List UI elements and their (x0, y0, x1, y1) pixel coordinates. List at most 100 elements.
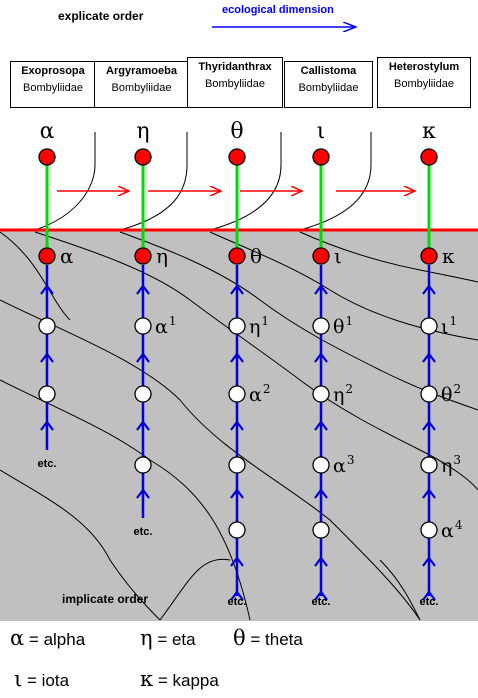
explicate-node (228, 148, 246, 166)
family-name: Bombyliidae (298, 82, 359, 94)
implicate-node (134, 317, 152, 335)
top-symbol: θ (230, 119, 243, 144)
etc-label: etc. (312, 596, 331, 608)
shaft-arrowhead (314, 284, 328, 295)
ecological-dimension-label: ecological dimension (222, 4, 334, 16)
shaft-arrowhead (136, 352, 150, 363)
base-node (38, 247, 56, 265)
genus-name: Exoprosopa (21, 65, 85, 77)
implicate-node (228, 317, 246, 335)
node-label: θ2 (441, 382, 461, 406)
implicate-node (420, 456, 438, 474)
implicate-node (420, 317, 438, 335)
shaft-arrowhead (314, 556, 328, 567)
family-name: Bombyliidae (111, 82, 172, 94)
node-label: α2 (249, 382, 270, 406)
node-label: θ1 (333, 314, 353, 338)
implicate-node (134, 456, 152, 474)
implicate-node (420, 385, 438, 403)
legend-theta-text: = theta (250, 630, 303, 649)
explicate-node (420, 148, 438, 166)
node-label: α3 (333, 453, 354, 477)
base-label: κ (442, 244, 455, 268)
shaft-arrowhead (314, 352, 328, 363)
shaft-arrowhead (136, 420, 150, 431)
base-node (420, 247, 438, 265)
base-label: α (60, 244, 74, 268)
base-label: θ (250, 244, 262, 268)
legend-iota: ι = iota (14, 667, 69, 691)
legend-iota-symbol: ι (14, 667, 23, 691)
shaft-arrowhead (422, 284, 436, 295)
genus-name: Thyridanthrax (198, 61, 272, 73)
implicate-order-label: implicate order (62, 592, 149, 606)
etc-label: etc. (38, 458, 57, 470)
legend-iota-text: = iota (26, 671, 70, 690)
top-symbol: ι (317, 119, 326, 144)
explicate-node (134, 148, 152, 166)
shaft-arrowhead (230, 488, 244, 499)
genus-name: Callistoma (300, 65, 357, 77)
shaft-arrowhead (230, 556, 244, 567)
legend-eta: η = eta (140, 626, 196, 650)
shaft-arrowhead (40, 420, 54, 431)
node-label: η2 (333, 382, 353, 406)
shaft-arrowhead (40, 352, 54, 363)
implicate-node (38, 317, 56, 335)
top-symbol: α (40, 119, 55, 144)
legend-kappa-text: = kappa (157, 671, 219, 690)
genus-name: Heterostylum (388, 61, 460, 73)
legend-alpha: α = alpha (10, 626, 85, 650)
explicate-node (38, 148, 56, 166)
shaft-arrowhead (136, 284, 150, 295)
shaft-arrowhead (422, 590, 436, 601)
shaft-arrowhead (422, 488, 436, 499)
family-name: Bombyliidae (23, 82, 83, 94)
shaft-arrowhead (422, 352, 436, 363)
family-name: Bombyliidae (205, 78, 265, 90)
implicate-node (228, 385, 246, 403)
shaft-arrowhead (230, 284, 244, 295)
shaft-arrowhead (230, 352, 244, 363)
etc-label: etc. (420, 596, 439, 608)
base-node (312, 247, 330, 265)
shaft-arrowhead (422, 420, 436, 431)
base-node (134, 247, 152, 265)
legend-eta-symbol: η (140, 626, 153, 650)
legend-kappa-symbol: κ (140, 667, 154, 691)
shaft-arrowhead (314, 420, 328, 431)
legend-alpha-symbol: α (10, 626, 25, 650)
shaft-arrowhead (230, 590, 244, 601)
legend-kappa: κ = kappa (140, 667, 219, 691)
node-label: α4 (441, 518, 463, 542)
shaft-arrowhead (136, 488, 150, 499)
implicate-node (312, 521, 330, 539)
implicate-node (228, 456, 246, 474)
shaft-arrowhead (314, 590, 328, 601)
node-label: α1 (155, 314, 176, 338)
explicate-node (312, 148, 330, 166)
genus-name: Argyramoeba (106, 65, 177, 77)
implicate-node (134, 385, 152, 403)
shaft-arrowhead (422, 556, 436, 567)
implicate-node (228, 521, 246, 539)
shaft-arrowhead (230, 420, 244, 431)
node-label: η3 (441, 453, 461, 477)
legend-theta-symbol: θ (233, 626, 246, 650)
legend-theta: θ = theta (233, 626, 303, 650)
implicate-node (312, 456, 330, 474)
node-label: η1 (249, 314, 269, 338)
shaft-arrowhead (40, 284, 54, 295)
node-label: ι1 (441, 314, 457, 338)
explicate-dividers (94, 132, 372, 165)
implicate-curves (0, 231, 478, 621)
base-label: η (156, 244, 168, 268)
